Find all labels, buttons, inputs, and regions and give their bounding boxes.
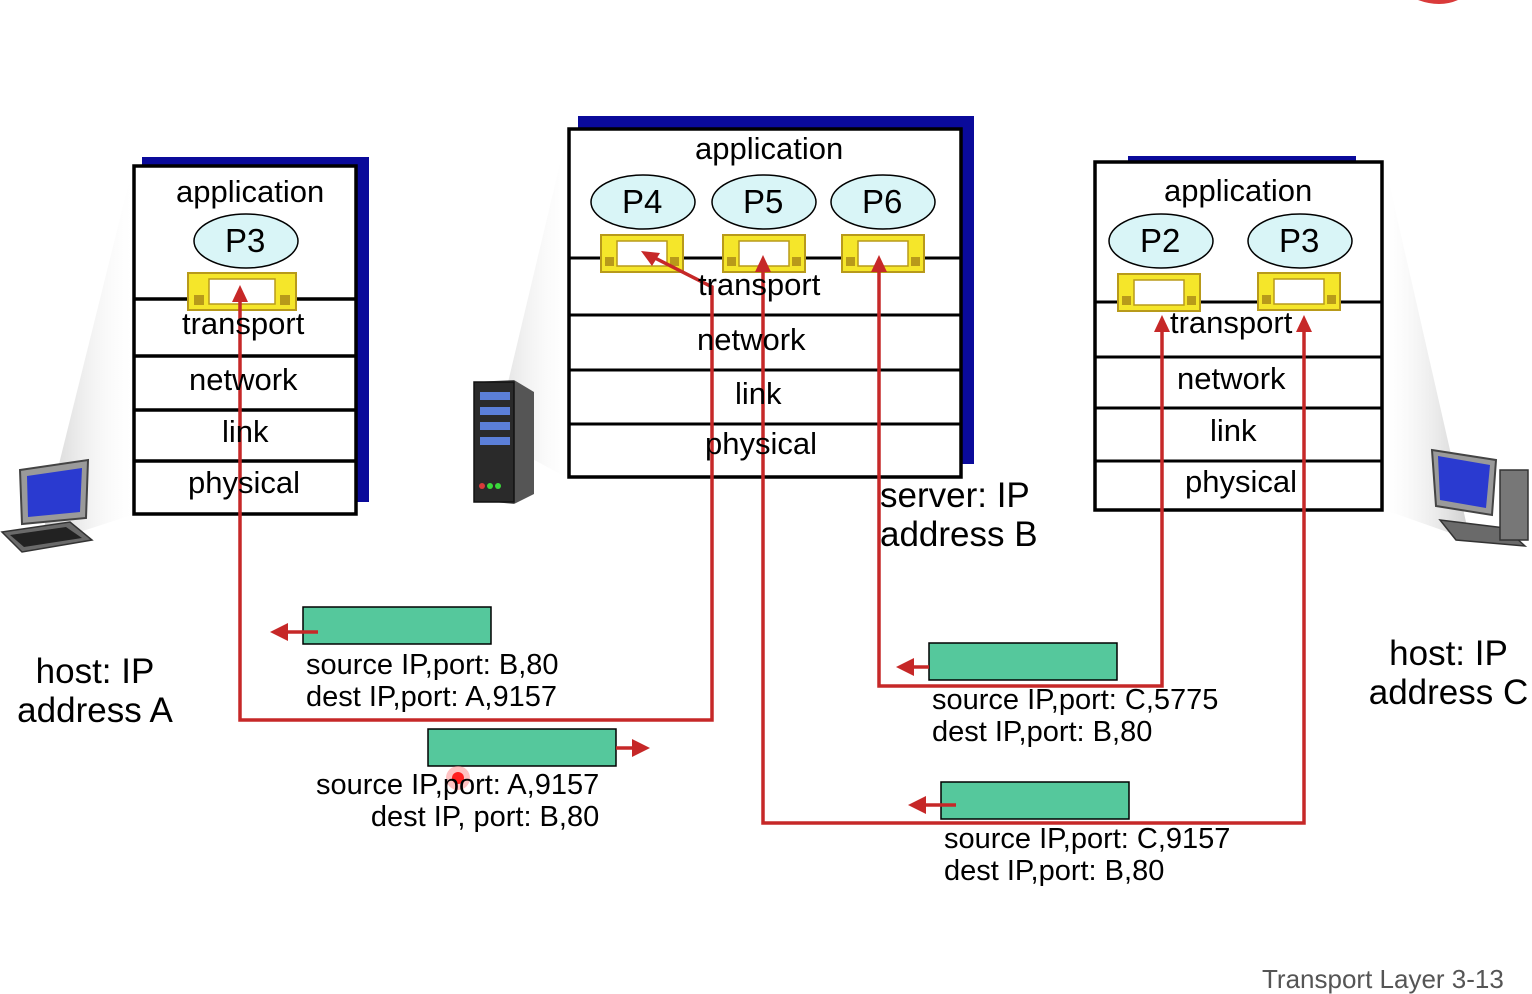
socket-c-p2 <box>1117 273 1201 312</box>
segment-3-source: source IP,port: C,5775 <box>932 684 1219 716</box>
host-c-application-label: application <box>1164 173 1313 208</box>
arrowhead-segment-2 <box>632 739 650 757</box>
host-c-physical-label: physical <box>1185 464 1297 499</box>
server-application-label: application <box>695 131 844 166</box>
beam-c <box>1385 165 1470 540</box>
server-label-line2: address B <box>880 515 1038 554</box>
arrowheads <box>232 251 1312 814</box>
path-c-p3-server-p5 <box>761 262 1306 825</box>
host-a-application-label: application <box>176 174 325 209</box>
segment-4-label: source IP,port: C,9157 dest IP,port: B,8… <box>944 823 1230 887</box>
process-server-p4 <box>590 174 696 230</box>
server-label: server: IP address B <box>880 476 1046 554</box>
host-a-transport-label: transport <box>182 306 305 341</box>
host-a-process-p3-label: P3 <box>225 222 266 259</box>
segment-box-2 <box>427 728 617 767</box>
footer-label: Transport Layer 3-13 <box>1262 964 1504 994</box>
arrowhead-p4-socket <box>641 251 660 266</box>
segment-2-source: source IP,port: A,9157 <box>316 769 600 801</box>
arrowhead-c-p3-socket <box>1296 315 1312 332</box>
process-a-p3 <box>193 213 299 269</box>
process-c-p3 <box>1247 213 1353 269</box>
arrowhead-a-socket <box>232 285 248 302</box>
path-c-p2-server-p6 <box>877 262 1164 688</box>
arrowhead-c-p2-socket <box>1154 315 1170 332</box>
server-label-line1: server: IP <box>880 476 1030 515</box>
server-process-p5-label: P5 <box>743 183 784 220</box>
process-server-p5 <box>711 174 817 230</box>
segment-box-3 <box>928 642 1118 681</box>
host-a-network-label: network <box>189 362 298 397</box>
path-a-server-p4 <box>238 252 714 722</box>
segment-1-label: source IP,port: B,80 dest IP,port: A,915… <box>306 649 559 713</box>
process-server-p6 <box>830 174 936 230</box>
host-a-link-label: link <box>222 414 269 449</box>
arrowhead-p6-socket <box>871 255 887 272</box>
host-a-physical-label: physical <box>188 465 300 500</box>
segment-3-label: source IP,port: C,5775 dest IP,port: B,8… <box>932 684 1218 748</box>
segment-4-dest: dest IP,port: B,80 <box>944 855 1165 887</box>
segment-2-dest: dest IP, port: B,80 <box>370 801 600 833</box>
process-c-p2 <box>1108 213 1214 269</box>
segment-3-dest: dest IP,port: B,80 <box>932 716 1153 748</box>
beam-server <box>478 130 568 478</box>
host-c-label: host: IP address C <box>1365 634 1532 712</box>
server-physical-label: physical <box>705 426 817 461</box>
server-process-p4-label: P4 <box>622 183 663 220</box>
beam-a <box>40 170 132 545</box>
host-c-network-label: network <box>1177 361 1286 396</box>
segment-1-source: source IP,port: B,80 <box>306 649 559 681</box>
arrowhead-segment-3 <box>896 658 914 676</box>
arrowhead-segment-4 <box>908 796 926 814</box>
host-c-process-p2-label: P2 <box>1140 222 1181 259</box>
host-c-process-p3-label: P3 <box>1279 222 1320 259</box>
arrowhead-p5-socket <box>755 255 771 272</box>
segment-box-1 <box>302 606 492 645</box>
segment-box-4 <box>940 781 1130 820</box>
host-a-label-line2: address A <box>17 691 173 730</box>
server-tower-icon <box>473 380 534 504</box>
host-c-label-line2: address C <box>1368 673 1529 712</box>
host-c-transport-label: transport <box>1170 305 1293 340</box>
computer-c-icon <box>1430 448 1529 547</box>
arrowhead-segment-1 <box>270 623 288 641</box>
segment-1-dest: dest IP,port: A,9157 <box>306 681 557 713</box>
laser-pointer-core <box>452 772 464 784</box>
server-link-label: link <box>735 376 782 411</box>
segment-4-source: source IP,port: C,9157 <box>944 823 1231 855</box>
laptop-a-icon <box>0 458 94 553</box>
server-network-label: network <box>697 322 806 357</box>
server-transport-label: transport <box>698 267 821 302</box>
host-c-link-label: link <box>1210 413 1257 448</box>
segment-2-label: source IP,port: A,9157 dest IP, port: B,… <box>316 769 599 833</box>
corner-red-mark <box>1418 0 1458 4</box>
host-c-label-line1: host: IP <box>1389 634 1508 673</box>
socket-c-p3 <box>1257 272 1341 311</box>
path-lines <box>238 252 1306 825</box>
host-a-label: host: IP address A <box>10 652 180 730</box>
host-a-label-line1: host: IP <box>35 652 155 691</box>
socket-server-p5 <box>722 234 806 273</box>
server-process-p6-label: P6 <box>862 183 903 220</box>
